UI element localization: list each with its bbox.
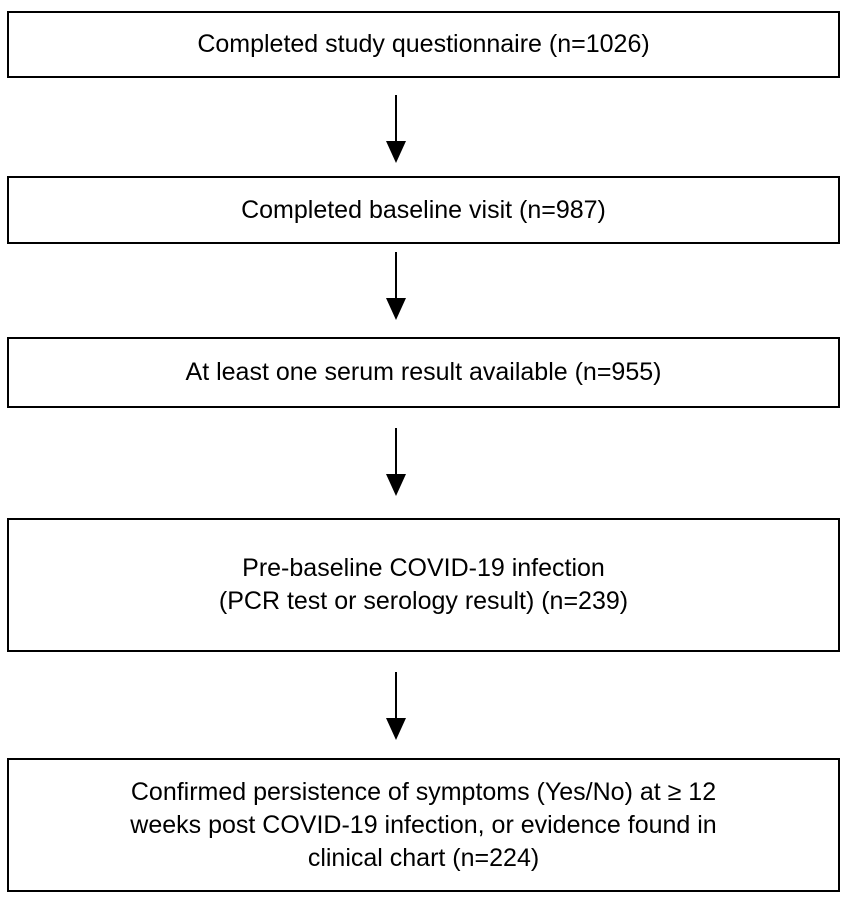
flow-box-persistent-symptoms-line-1: Confirmed persistence of symptoms (Yes/N… <box>130 777 717 806</box>
flow-box-serum-result-text: At least one serum result available (n=9… <box>186 356 662 389</box>
flow-box-questionnaire: Completed study questionnaire (n=1026) <box>7 11 840 78</box>
flow-box-persistent-symptoms-line-3: clinical chart (n=224) <box>307 843 540 872</box>
flow-box-persistent-symptoms-text: Confirmed persistence of symptoms (Yes/N… <box>130 776 716 875</box>
flow-box-serum-result-line-1: At least one serum result available (n=9… <box>185 358 662 386</box>
flow-box-serum-result: At least one serum result available (n=9… <box>7 337 840 408</box>
flow-box-questionnaire-text: Completed study questionnaire (n=1026) <box>197 28 649 61</box>
flow-box-questionnaire-line-1: Completed study questionnaire (n=1026) <box>197 30 650 58</box>
flow-arrow-2 <box>386 252 406 320</box>
flow-box-baseline-visit-line-1: Completed baseline visit (n=987) <box>241 195 606 224</box>
flow-arrow-4 <box>386 672 406 740</box>
flow-box-covid-infection-line-2: (PCR test or serology result) (n=239) <box>218 587 629 615</box>
flow-arrow-3 <box>386 428 406 496</box>
flow-box-covid-infection: Pre-baseline COVID-19 infection (PCR tes… <box>7 518 840 652</box>
flow-box-covid-infection-text: Pre-baseline COVID-19 infection (PCR tes… <box>219 552 628 618</box>
flow-box-persistent-symptoms-line-2: weeks post COVID-19 infection, or eviden… <box>130 810 717 839</box>
flow-arrow-1 <box>386 95 406 163</box>
flow-box-covid-infection-line-1: Pre-baseline COVID-19 infection <box>242 554 605 582</box>
flow-box-persistent-symptoms: Confirmed persistence of symptoms (Yes/N… <box>7 758 840 892</box>
flow-box-baseline-visit-text: Completed baseline visit (n=987) <box>241 194 606 227</box>
flow-box-baseline-visit: Completed baseline visit (n=987) <box>7 176 840 244</box>
